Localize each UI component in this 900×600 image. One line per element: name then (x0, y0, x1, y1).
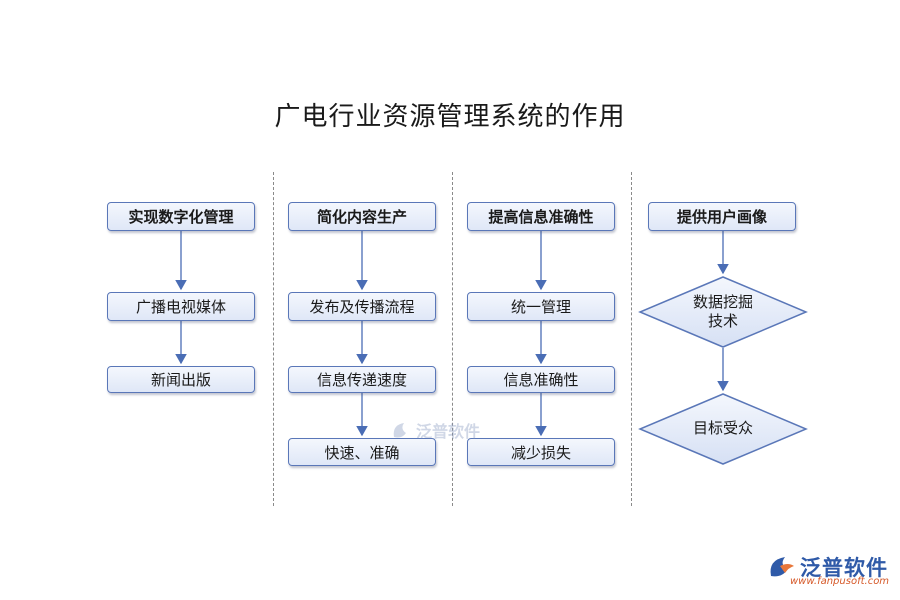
process-box: 新闻出版 (107, 366, 255, 393)
watermark: 泛普软件 (390, 418, 480, 442)
decision-diamond (638, 276, 808, 348)
column-divider (631, 172, 632, 506)
process-box: 快速、准确 (288, 438, 436, 466)
column-heading: 简化内容生产 (288, 202, 436, 231)
watermark-logo-icon (393, 423, 406, 438)
process-box: 发布及传播流程 (288, 292, 436, 321)
brand-logo-icon (770, 557, 794, 577)
column-divider (273, 172, 274, 506)
column-heading: 实现数字化管理 (107, 202, 255, 231)
process-box: 信息传递速度 (288, 366, 436, 393)
process-box: 信息准确性 (467, 366, 615, 393)
decision-diamond (638, 393, 808, 465)
brand-name: 泛普软件 (800, 556, 888, 580)
decision-label-line: 目标受众 (692, 419, 753, 437)
brand-url: www.fanpusoft.com (790, 576, 890, 587)
column-divider (452, 172, 453, 506)
process-box: 广播电视媒体 (107, 292, 255, 321)
column-heading: 提高信息准确性 (467, 202, 615, 231)
diagram-title: 广电行业资源管理系统的作用 (274, 102, 626, 132)
decision-label: 目标受众 (673, 419, 773, 438)
watermark-text: 泛普软件 (416, 422, 481, 441)
decision-label-line: 数据挖掘 (692, 293, 753, 311)
process-box: 统一管理 (467, 292, 615, 321)
column-heading: 提供用户画像 (648, 202, 796, 231)
decision-label: 数据挖掘 技术 (673, 293, 773, 331)
process-box: 减少损失 (467, 438, 615, 466)
decision-label-line: 技术 (707, 312, 738, 330)
brand-logo: 泛普软件 (768, 552, 888, 582)
